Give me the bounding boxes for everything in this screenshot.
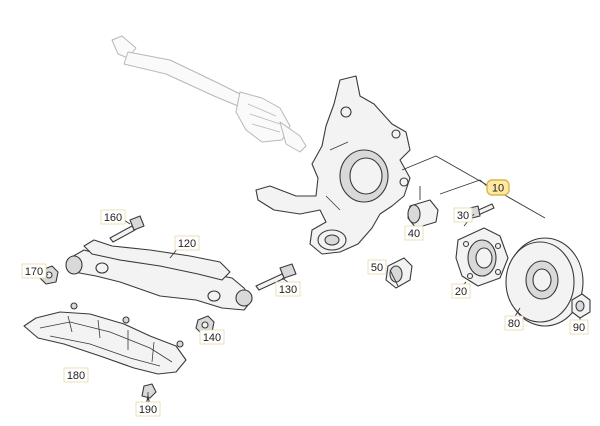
wheel-hub-20 — [455, 227, 509, 287]
steering-knuckle — [255, 75, 411, 255]
callout-120[interactable]: 120 — [174, 235, 200, 251]
callout-50[interactable]: 50 — [367, 259, 387, 275]
brake-disc-80 — [505, 237, 584, 327]
svg-text:90: 90 — [573, 322, 585, 334]
callout-170[interactable]: 170 — [21, 263, 47, 279]
svg-text:80: 80 — [508, 318, 520, 330]
svg-text:170: 170 — [25, 266, 43, 278]
bolt-160 — [109, 215, 145, 243]
svg-text:180: 180 — [67, 370, 85, 382]
callout-160[interactable]: 160 — [100, 209, 126, 225]
svg-text:10: 10 — [492, 183, 504, 195]
svg-text:50: 50 — [371, 262, 383, 274]
callout-180[interactable]: 180 — [63, 367, 89, 383]
callout-20[interactable]: 20 — [451, 283, 471, 299]
callout-90[interactable]: 90 — [569, 319, 589, 335]
bolt-130 — [255, 263, 297, 291]
nut-90 — [571, 293, 591, 319]
callout-140[interactable]: 140 — [199, 329, 225, 345]
svg-text:190: 190 — [139, 404, 157, 416]
callout-10[interactable]: 10 — [486, 179, 510, 196]
callout-30[interactable]: 30 — [453, 207, 473, 223]
bolt-30 — [469, 203, 495, 219]
callouts: 10 20 30 40 50 80 90 120 — [21, 179, 589, 417]
underbody-panel-180 — [23, 302, 187, 375]
nut-140 — [195, 315, 215, 335]
svg-text:120: 120 — [178, 238, 196, 250]
drive-shaft — [111, 35, 307, 153]
svg-text:140: 140 — [203, 332, 221, 344]
svg-text:40: 40 — [408, 228, 420, 240]
trailing-arm-120 — [65, 239, 253, 311]
svg-text:130: 130 — [279, 284, 297, 296]
bushing-50 — [385, 257, 413, 289]
callout-190[interactable]: 190 — [135, 401, 161, 417]
svg-text:160: 160 — [104, 212, 122, 224]
callout-40[interactable]: 40 — [404, 225, 424, 241]
bushing-40 — [407, 199, 439, 229]
callout-80[interactable]: 80 — [504, 315, 524, 331]
svg-text:20: 20 — [455, 286, 467, 298]
svg-text:30: 30 — [457, 210, 469, 222]
callout-130[interactable]: 130 — [275, 281, 301, 297]
